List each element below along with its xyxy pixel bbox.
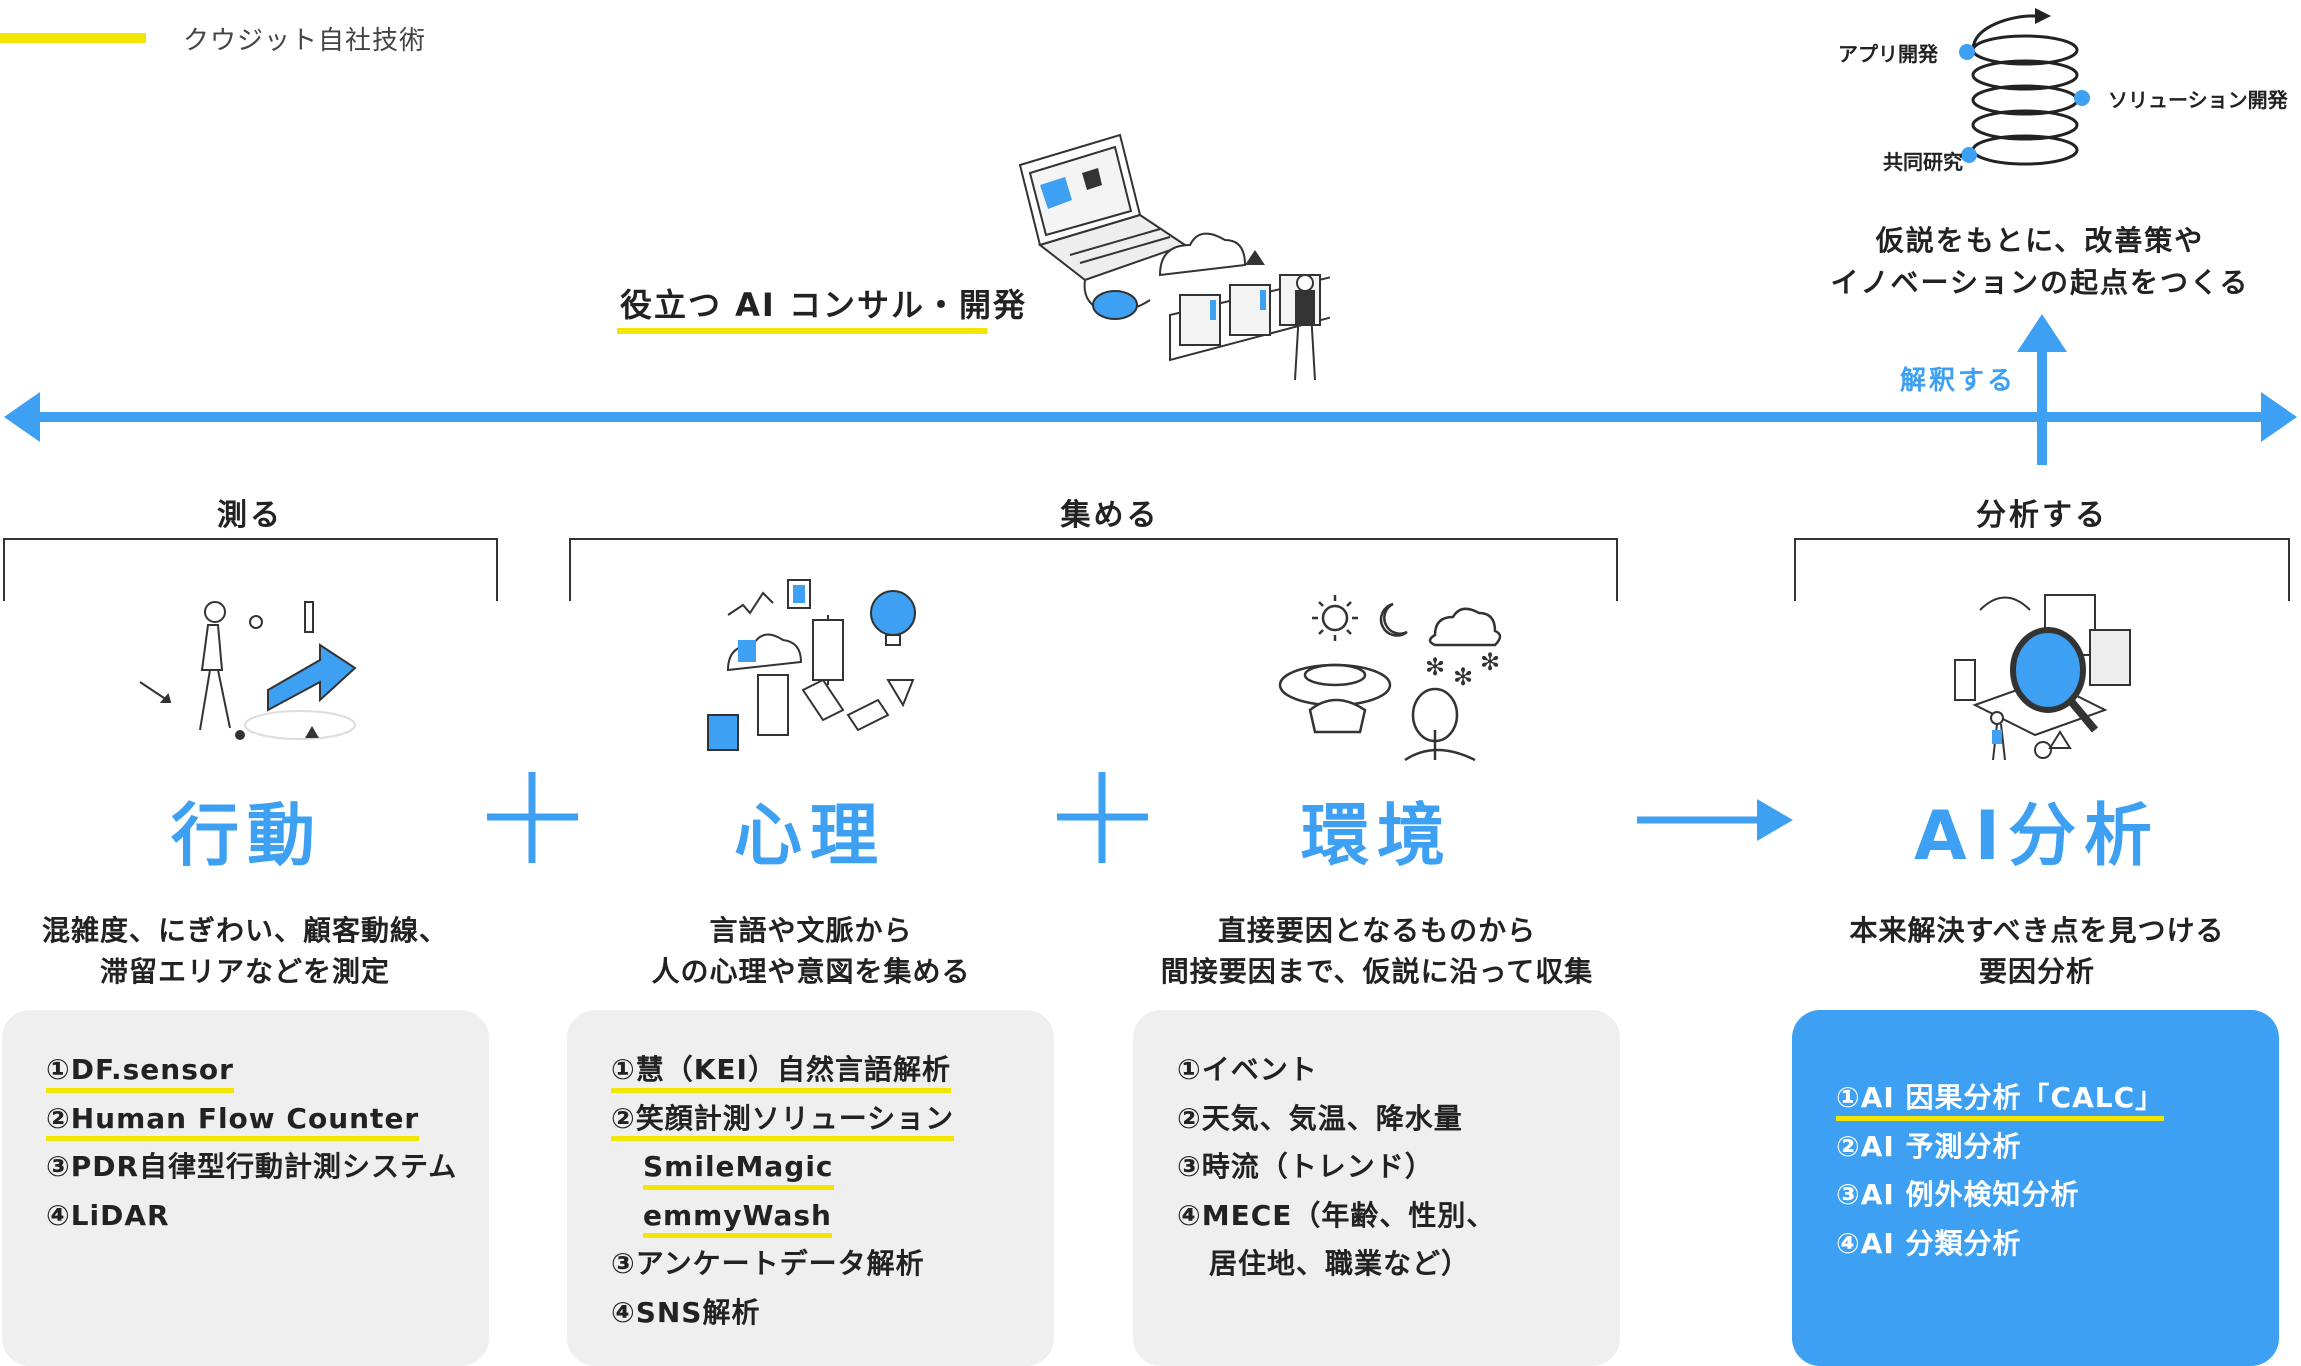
list-item-row: ②天気、気温、降水量: [1177, 1095, 1620, 1144]
phase-measure: 測る: [217, 498, 283, 533]
legend-swatch: [0, 33, 146, 43]
list-item-row: ①慧（KEI）自然言語解析: [611, 1046, 1054, 1095]
list-item-row: ①イベント: [1177, 1046, 1620, 1095]
column-title-environment: 環境: [1300, 797, 1453, 876]
list-item: ④AI 分類分析: [1836, 1226, 2022, 1260]
plus-icon: [1057, 772, 1148, 863]
list-item: ③PDR自律型行動計測システム: [46, 1150, 458, 1183]
desc-line: 要因分析: [1978, 955, 2095, 988]
interpret-label: 解釈する: [1900, 366, 2017, 396]
list-item: ①慧（KEI）自然言語解析: [611, 1046, 951, 1095]
list-item-row: ②Human Flow Counter: [46, 1095, 489, 1144]
phase-analyze: 分析する: [1976, 498, 2108, 533]
laptop-office-illustration: [1018, 133, 1330, 381]
walking-person-illustration: [139, 601, 357, 740]
list-item-row: emmyWash: [611, 1192, 1054, 1241]
list-item-row: ④SNS解析: [611, 1289, 1054, 1338]
list-item-row: ③時流（トレンド）: [1177, 1143, 1620, 1192]
environment-tech-list: ①イベント ②天気、気温、降水量 ③時流（トレンド） ④MECE（年齢、性別、居住地、…: [1133, 1010, 1620, 1289]
list-item-row: ①AI 因果分析「CALC」: [1836, 1074, 2279, 1123]
hypothesis-text: 仮説をもとに、改善策や イノベーションの起点をつくる: [1780, 220, 2300, 304]
list-item: ④SNS解析: [611, 1295, 761, 1329]
arrow-right-icon: [1637, 799, 1793, 841]
hypothesis-line-1: 仮説をもとに、改善策や: [1875, 224, 2205, 257]
consult-underline: [617, 328, 987, 334]
list-item-row: ③AI 例外検知分析: [1836, 1171, 2279, 1220]
desc-line: 言語や文脈から: [709, 914, 913, 947]
desc-line: 人の心理や意図を集める: [651, 955, 971, 988]
desc-line: 直接要因となるものから: [1217, 914, 1537, 947]
plus-icon: [487, 772, 578, 863]
list-item-row: ②笑顔計測ソリューション: [611, 1095, 1054, 1144]
cycle-label-solution: ソリューション開発: [2108, 88, 2288, 112]
ai-analysis-tech-list: ①AI 因果分析「CALC」 ②AI 予測分析 ③AI 例外検知分析 ④AI 分類分析: [1792, 1010, 2279, 1268]
hypothesis-line-2: イノベーションの起点をつくる: [1830, 266, 2250, 299]
list-item: ④LiDAR: [46, 1198, 170, 1232]
spiral-cycle-illustration: [1959, 8, 2090, 166]
column-desc-ai-analysis: 本来解決すべき点を見つける 要因分析: [1792, 910, 2282, 992]
list-item: ③アンケートデータ解析: [611, 1247, 925, 1280]
svg-text:✻: ✻: [1480, 648, 1500, 676]
phase-collect: 集める: [1060, 498, 1160, 533]
list-item: SmileMagic: [643, 1143, 834, 1192]
timeline-arrows: [4, 314, 2297, 465]
list-item-row: SmileMagic: [611, 1143, 1054, 1192]
svg-text:✻: ✻: [1425, 653, 1445, 681]
column-desc-psychology: 言語や文脈から 人の心理や意図を集める: [566, 910, 1056, 992]
list-item: ②天気、気温、降水量: [1177, 1101, 1463, 1135]
list-item: ③AI 例外検知分析: [1836, 1178, 2080, 1211]
column-title-psychology: 心理: [733, 797, 886, 876]
desc-line: 滞留エリアなどを測定: [99, 955, 390, 988]
weather-illustration: ✻ ✻ ✻: [1278, 595, 1502, 762]
list-item-row: ③アンケートデータ解析: [611, 1240, 1054, 1289]
list-item: ①DF.sensor: [46, 1046, 234, 1095]
study-illustration: [707, 579, 916, 751]
cycle-label-app: アプリ開発: [1838, 42, 1938, 66]
list-item-row: ②AI 予測分析: [1836, 1123, 2279, 1172]
list-item-row: 居住地、職業など）: [1177, 1240, 1620, 1289]
list-item: 居住地、職業など）: [1209, 1247, 1471, 1280]
list-item-row: ④LiDAR: [46, 1192, 489, 1241]
list-item: emmyWash: [643, 1192, 832, 1241]
list-item-row: ③PDR自律型行動計測システム: [46, 1143, 489, 1192]
list-item-row: ④MECE（年齢、性別、: [1177, 1192, 1620, 1241]
column-title-ai-analysis: AI分析: [1914, 797, 2160, 876]
svg-text:✻: ✻: [1453, 663, 1473, 691]
phase-brackets: [3, 538, 2290, 601]
column-desc-behavior: 混雑度、にぎわい、顧客動線、 滞留エリアなどを測定: [0, 910, 490, 992]
list-item-row: ①DF.sensor: [46, 1046, 489, 1095]
list-item-row: ④AI 分類分析: [1836, 1220, 2279, 1269]
desc-line: 混雑度、にぎわい、顧客動線、: [41, 914, 448, 947]
desc-line: 間接要因まで、仮説に沿って収集: [1160, 955, 1594, 988]
column-desc-environment: 直接要因となるものから 間接要因まで、仮説に沿って収集: [1132, 910, 1622, 992]
list-item: ①イベント: [1177, 1053, 1318, 1086]
desc-line: 本来解決すべき点を見つける: [1849, 914, 2225, 947]
list-item: ①AI 因果分析「CALC」: [1836, 1074, 2165, 1123]
list-item: ②笑顔計測ソリューション: [611, 1095, 955, 1144]
environment-tech-box: ①イベント ②天気、気温、降水量 ③時流（トレンド） ④MECE（年齢、性別、居住地、…: [1133, 1010, 1620, 1366]
column-title-behavior: 行動: [170, 797, 323, 876]
legend-label: クウジット自社技術: [183, 26, 427, 56]
consult-label: 役立つ AI コンサル・開発: [620, 286, 1027, 324]
ai-analysis-tech-box: ①AI 因果分析「CALC」 ②AI 予測分析 ③AI 例外検知分析 ④AI 分類分析: [1792, 1010, 2279, 1366]
list-item: ③時流（トレンド）: [1177, 1150, 1434, 1183]
ai-analysis-illustration: [1954, 594, 2131, 761]
list-item: ④MECE（年齢、性別、: [1177, 1198, 1496, 1232]
cycle-label-research: 共同研究: [1883, 150, 1963, 174]
list-item: ②Human Flow Counter: [46, 1095, 420, 1144]
list-item: ②AI 予測分析: [1836, 1129, 2022, 1163]
